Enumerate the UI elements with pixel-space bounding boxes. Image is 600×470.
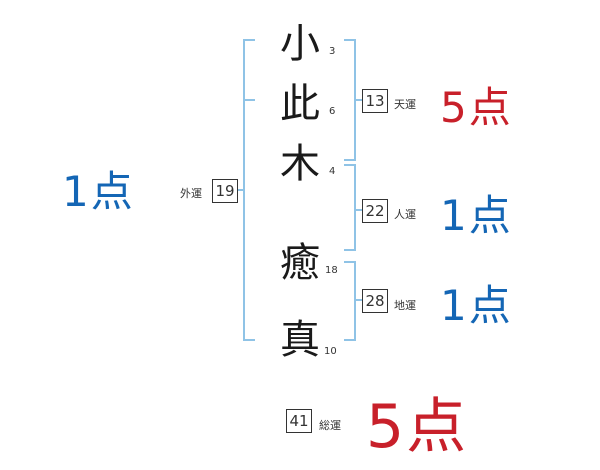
jinun-label: 人運	[394, 208, 416, 221]
name-char-4: 癒	[280, 240, 320, 286]
tenun-bracket	[344, 39, 356, 161]
souun-score: 5点	[366, 392, 469, 462]
chiun-label: 地運	[394, 299, 416, 312]
stroke-count-4: 18	[325, 265, 338, 276]
souun-value-box: 41	[286, 409, 312, 433]
tenun-value-box: 13	[362, 89, 388, 113]
jinun-value-box: 22	[362, 199, 388, 223]
chiun-value-box: 28	[362, 289, 388, 313]
jinun-score: 1点	[440, 191, 513, 240]
tenun-score: 5点	[440, 83, 513, 132]
gaiun-value-box: 19	[212, 179, 238, 203]
outer-bracket	[243, 39, 255, 341]
chiun-score: 1点	[440, 281, 513, 330]
name-char-1: 小	[280, 21, 320, 67]
name-char-2: 此	[280, 81, 320, 127]
tenun-label: 天運	[394, 98, 416, 111]
gaiun-label: 外運	[180, 187, 202, 200]
stroke-count-3: 4	[329, 166, 336, 177]
gaiun-score: 1点	[62, 167, 135, 216]
stroke-count-2: 6	[329, 106, 336, 117]
chiun-bracket	[344, 261, 356, 341]
name-char-5: 真	[280, 317, 320, 363]
stroke-count-1: 3	[329, 46, 336, 57]
name-char-3: 木	[280, 141, 320, 187]
souun-label: 総運	[319, 419, 341, 432]
stroke-count-5: 10	[324, 346, 337, 357]
jinun-bracket	[344, 164, 356, 251]
